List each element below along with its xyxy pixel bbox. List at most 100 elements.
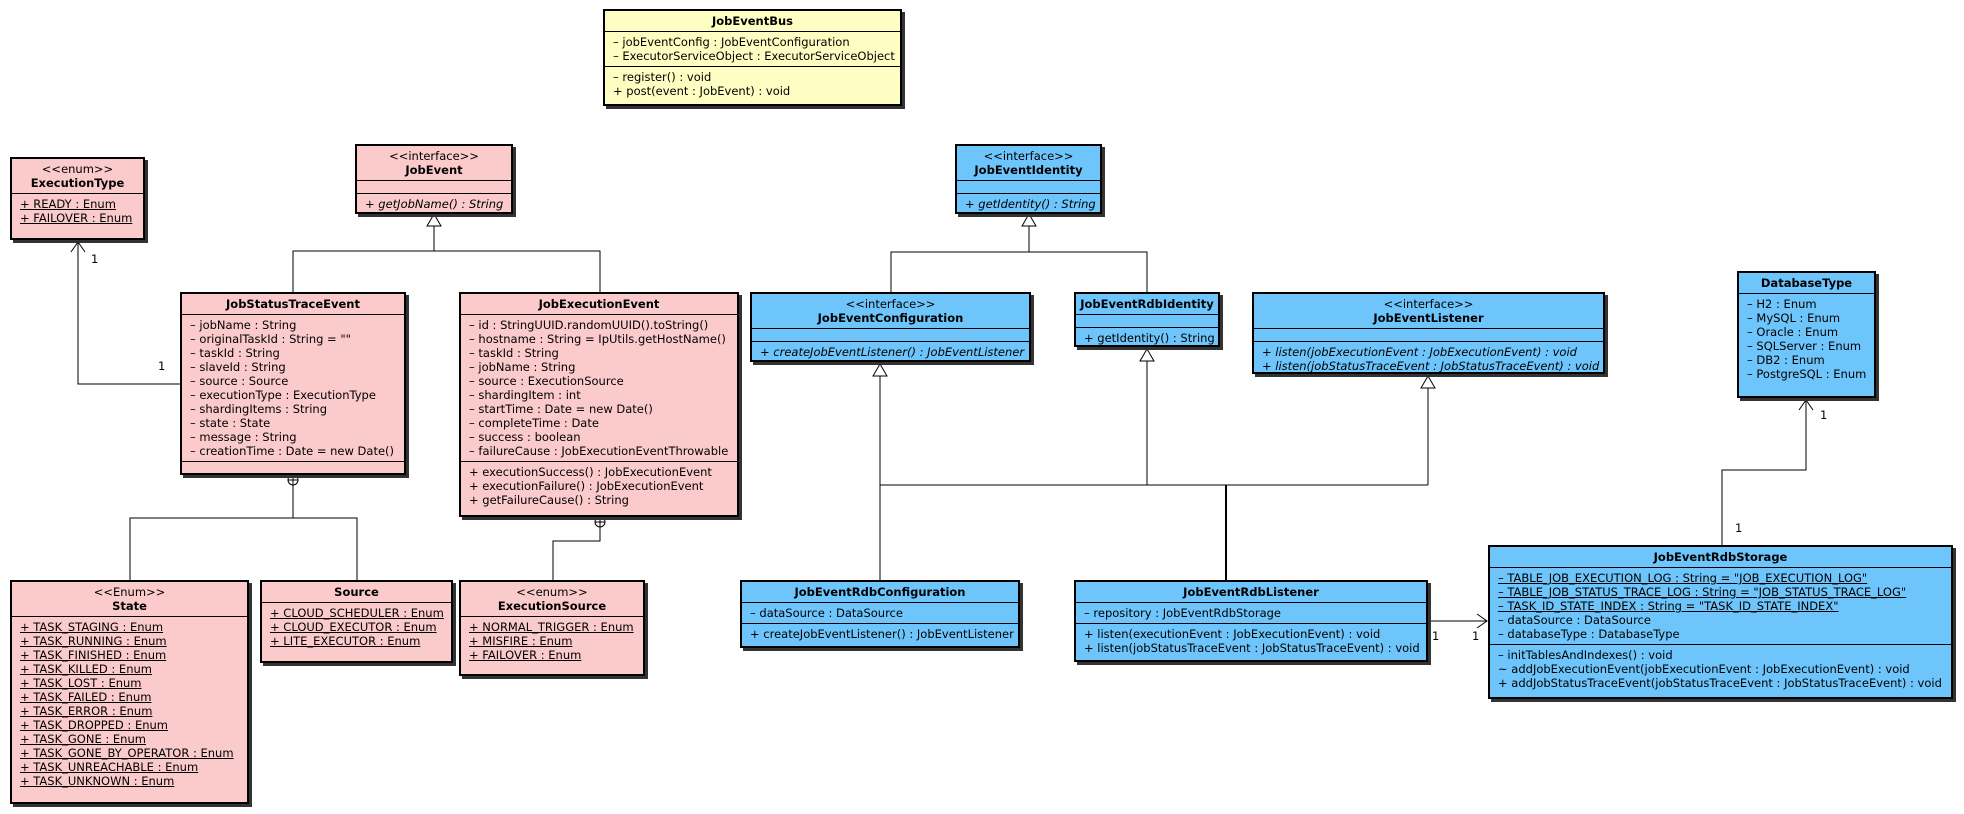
stereotype-label: <<interface>> — [983, 149, 1074, 163]
attribute: + READY : Enum — [20, 197, 116, 211]
methods-section: + getIdentity() : String — [1076, 328, 1218, 348]
attribute: + MISFIRE : Enum — [469, 634, 573, 648]
multiplicity-label: 1 — [1432, 629, 1440, 643]
nesting-cross-jst — [288, 475, 298, 485]
attribute: + FAILOVER : Enum — [20, 211, 133, 225]
class-name: JobEventRdbStorage — [1653, 550, 1788, 564]
stereotype-label: <<Enum>> — [93, 585, 166, 599]
generalization-arrowhead-jobevent — [426, 213, 442, 227]
class-jobeventidentity[interactable]: <<interface>> JobEventIdentity + getIden… — [955, 144, 1102, 214]
class-name: DatabaseType — [1760, 276, 1853, 290]
attributes-section: – H2 : Enum – MySQL : Enum – Oracle : En… — [1739, 294, 1874, 384]
methods-section — [182, 462, 404, 474]
attributes-section — [357, 181, 511, 194]
multiplicity-label: 1 — [1472, 629, 1480, 643]
stereotype-label: <<interface>> — [389, 149, 479, 163]
attribute: + TASK_ERROR : Enum — [20, 704, 153, 718]
method: + createJobEventListener() : JobEventLis… — [760, 345, 1025, 359]
realization-arrowhead-rdbid — [1139, 348, 1155, 362]
attribute: – source : Source — [190, 374, 289, 388]
attribute: + FAILOVER : Enum — [469, 648, 582, 662]
class-jobevent[interactable]: <<interface>> JobEvent + getJobName() : … — [355, 144, 513, 214]
class-jobeventrdbconfiguration[interactable]: JobEventRdbConfiguration – dataSource : … — [740, 580, 1020, 648]
attribute: – SQLServer : Enum — [1747, 339, 1862, 353]
attribute: – message : String — [190, 430, 297, 444]
attributes-section — [1254, 329, 1603, 342]
methods-section: + getJobName() : String — [357, 194, 511, 214]
class-header: Source — [262, 582, 451, 603]
generalization-line-jobevent — [292, 226, 601, 292]
attribute: – taskId : String — [190, 346, 280, 360]
attributes-section: – TABLE_JOB_EXECUTION_LOG : String = "JO… — [1490, 568, 1951, 645]
multiplicity-label: 1 — [1820, 408, 1828, 422]
class-jobeventrdbidentity[interactable]: JobEventRdbIdentity + getIdentity() : St… — [1074, 292, 1220, 347]
class-jobexecutionevent[interactable]: JobExecutionEvent – id : StringUUID.rand… — [459, 292, 739, 517]
attribute: – ExecutorServiceObject : ExecutorServic… — [613, 49, 895, 63]
attribute: – jobName : String — [469, 360, 576, 374]
attribute: + TASK_LOST : Enum — [20, 676, 142, 690]
attribute: – shardingItems : String — [190, 402, 328, 416]
class-jobstatustraceevent[interactable]: JobStatusTraceEvent – jobName : String –… — [180, 292, 406, 475]
attribute: – source : ExecutionSource — [469, 374, 624, 388]
attribute: + NORMAL_TRIGGER : Enum — [469, 620, 634, 634]
attribute: – hostname : String = IpUtils.getHostNam… — [469, 332, 726, 346]
nesting-cross-jee — [595, 517, 605, 527]
attribute: – repository : JobEventRdbStorage — [1084, 606, 1281, 620]
method: + executionSuccess() : JobExecutionEvent — [469, 465, 712, 479]
attributes-section: + READY : Enum + FAILOVER : Enum — [12, 194, 143, 228]
class-header: <<interface>> JobEvent — [357, 146, 511, 181]
realization-branch — [880, 484, 1428, 580]
methods-section: – register() : void + post(event : JobEv… — [605, 67, 900, 101]
methods-section: + createJobEventListener() : JobEventLis… — [742, 624, 1018, 644]
method: + getIdentity() : String — [965, 197, 1096, 211]
attribute: + TASK_GONE_BY_OPERATOR : Enum — [20, 746, 234, 760]
class-source[interactable]: Source + CLOUD_SCHEDULER : Enum + CLOUD_… — [260, 580, 453, 663]
attribute: + CLOUD_EXECUTOR : Enum — [270, 620, 437, 634]
class-name: JobEventConfiguration — [817, 311, 964, 325]
class-jobeventbus[interactable]: JobEventBus – jobEventConfig : JobEventC… — [603, 9, 902, 106]
class-name: JobEventListener — [1373, 311, 1484, 325]
class-name: ExecutionSource — [497, 599, 607, 613]
class-header: <<Enum>> State — [12, 582, 247, 617]
attribute: + TASK_FINISHED : Enum — [20, 648, 167, 662]
attributes-section: + TASK_STAGING : Enum + TASK_RUNNING : E… — [12, 617, 247, 791]
class-name: Source — [334, 585, 379, 599]
class-state[interactable]: <<Enum>> State + TASK_STAGING : Enum + T… — [10, 580, 249, 804]
method: – register() : void — [613, 70, 712, 84]
attributes-section: – id : StringUUID.randomUUID().toString(… — [461, 315, 737, 462]
attribute: – TABLE_JOB_EXECUTION_LOG : String = "JO… — [1498, 571, 1868, 585]
class-name: State — [112, 599, 147, 613]
attributes-section: – dataSource : DataSource — [742, 603, 1018, 624]
attribute: – originalTaskId : String = "" — [190, 332, 351, 346]
generalization-line-identity — [890, 226, 1148, 292]
class-header: JobExecutionEvent — [461, 294, 737, 315]
class-jobeventconfiguration[interactable]: <<interface>> JobEventConfiguration + cr… — [750, 292, 1031, 362]
attribute: – MySQL : Enum — [1747, 311, 1841, 325]
multiplicity-label: 1 — [91, 252, 99, 266]
class-jobeventlistener[interactable]: <<interface>> JobEventListener + listen(… — [1252, 292, 1605, 374]
attribute: – taskId : String — [469, 346, 559, 360]
attribute: – jobEventConfig : JobEventConfiguration — [613, 35, 850, 49]
class-name: JobExecutionEvent — [538, 297, 660, 311]
method: + getJobName() : String — [365, 197, 504, 211]
attribute: – state : State — [190, 416, 271, 430]
attribute: – slaveId : String — [190, 360, 286, 374]
attribute: – shardingItem : int — [469, 388, 581, 402]
attributes-section: + NORMAL_TRIGGER : Enum + MISFIRE : Enum… — [461, 617, 643, 665]
class-name: JobEventRdbListener — [1183, 585, 1319, 599]
attribute: + TASK_UNREACHABLE : Enum — [20, 760, 199, 774]
attribute: – dataSource : DataSource — [1498, 613, 1651, 627]
class-executiontype[interactable]: <<enum>> ExecutionType + READY : Enum + … — [10, 157, 145, 240]
class-executionsource[interactable]: <<enum>> ExecutionSource + NORMAL_TRIGGE… — [459, 580, 645, 676]
attribute: – TASK_ID_STATE_INDEX : String = "TASK_I… — [1498, 599, 1839, 613]
class-header: <<enum>> ExecutionSource — [461, 582, 643, 617]
attribute: – completeTime : Date — [469, 416, 599, 430]
attribute: + TASK_STAGING : Enum — [20, 620, 164, 634]
class-jobeventrdbstorage[interactable]: JobEventRdbStorage – TABLE_JOB_EXECUTION… — [1488, 545, 1953, 699]
class-databasetype[interactable]: DatabaseType – H2 : Enum – MySQL : Enum … — [1737, 271, 1876, 398]
methods-section: + getIdentity() : String — [957, 194, 1100, 214]
attribute: – jobName : String — [190, 318, 297, 332]
class-jobeventrdblistener[interactable]: JobEventRdbListener – repository : JobEv… — [1074, 580, 1428, 662]
attributes-section: – jobEventConfig : JobEventConfiguration… — [605, 32, 900, 67]
